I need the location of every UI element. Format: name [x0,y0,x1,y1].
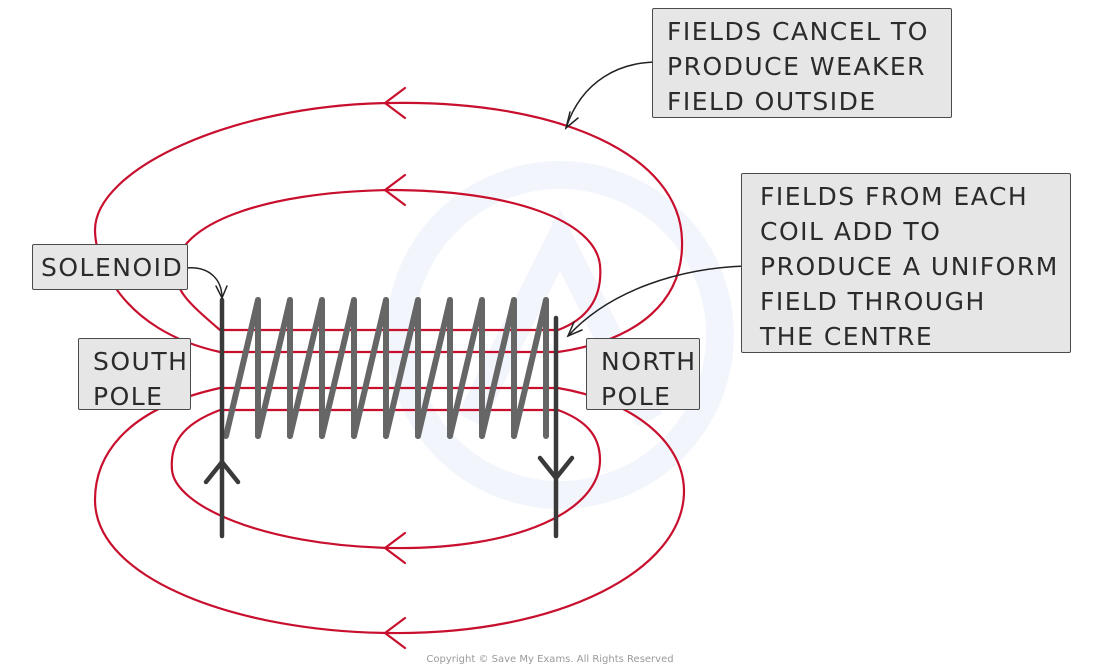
coil-turn-3 [287,297,325,439]
coil-turn-8 [447,297,485,439]
coil-turn-10 [511,297,549,439]
label-line: COIL ADD TO [760,217,942,246]
label-line: NORTH [601,347,697,376]
pointer-fields-cancel [565,61,659,129]
pointer-fields-add [567,265,747,337]
coil-turn-1 [223,297,261,439]
coil-turn-2 [255,297,293,439]
label-line: FIELD OUTSIDE [667,87,877,116]
label-fields-cancel: FIELDS CANCEL TO PRODUCE WEAKER FIELD OU… [652,8,952,118]
label-line: FIELD THROUGH [760,287,986,316]
label-south-pole: SOUTH POLE [78,338,191,411]
label-solenoid: SOLENOID [32,244,188,290]
coil-turn-5 [351,297,389,439]
arrow-inner-bottom [383,531,407,565]
current-arrow-up [203,459,241,485]
label-line: THE CENTRE [760,322,934,351]
label-line: PRODUCE WEAKER [667,52,927,81]
field-arrows [383,86,407,650]
field-line-inner-bottom [170,408,602,550]
arrow-outer-top [383,86,407,120]
label-line: SOUTH [93,347,189,376]
label-fields-add: FIELDS FROM EACH COIL ADD TO PRODUCE A U… [741,173,1071,353]
label-line: SOLENOID [41,253,184,282]
arrow-inner-top [383,173,407,207]
label-line: FIELDS FROM EACH [760,182,1029,211]
solenoid-coil [223,297,549,439]
label-line: POLE [93,382,164,411]
current-arrow-down [537,455,575,481]
lead-wires [203,297,575,539]
pointer-fields-add-head [566,321,583,338]
coil-turn-6 [383,297,421,439]
pointer-solenoid-head [215,285,228,300]
label-line: PRODUCE A UNIFORM [760,252,1059,281]
label-line: POLE [601,382,672,411]
label-north-pole: NORTH POLE [586,338,700,411]
coil-turn-4 [319,297,357,439]
pointer-fields-cancel-head [564,111,579,131]
copyright-notice: Copyright © Save My Exams. All Rights Re… [426,654,674,665]
pointer-solenoid [185,267,223,299]
coil-turn-9 [479,297,517,439]
label-line: FIELDS CANCEL TO [667,17,929,46]
coil-turn-7 [415,297,453,439]
arrow-outer-bottom [383,616,407,650]
field-line-outer-bottom [93,386,686,635]
